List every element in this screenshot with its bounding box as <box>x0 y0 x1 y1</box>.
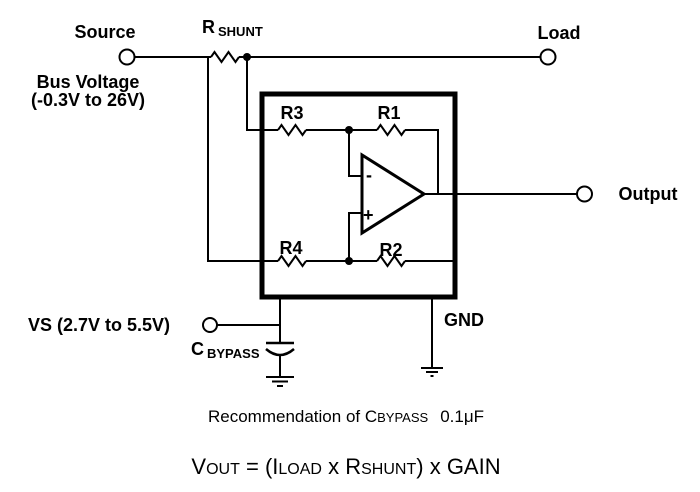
cbypass-label-sub: BYPASS <box>207 346 260 361</box>
gnd-label: GND <box>444 310 484 330</box>
formula-rshunt: R <box>345 454 362 479</box>
formula-close: ) <box>416 454 424 479</box>
output-terminal <box>576 185 593 203</box>
formula-times1: x <box>328 454 340 479</box>
load-label: Load <box>537 23 581 43</box>
recommendation-sub: BYPASS <box>377 410 429 425</box>
formula-iload-sub: LOAD <box>278 461 322 478</box>
formula-gain: GAIN <box>446 454 501 479</box>
r2-label: R2 <box>379 240 403 260</box>
junction-dot-inverting <box>345 126 353 134</box>
wire-noninverting-input <box>348 212 362 261</box>
source-terminal <box>118 48 136 66</box>
formula-vout-sub: OUT <box>206 461 240 478</box>
rshunt-label-sub: SHUNT <box>218 24 263 39</box>
r4-label: R4 <box>279 238 303 258</box>
bus-voltage-line2: (-0.3V to 26V) <box>30 90 146 110</box>
formula-iload: I <box>272 454 279 479</box>
wire-r1-feedback <box>405 129 439 194</box>
recommendation-text: Recommendation of C <box>207 407 378 426</box>
resistor-rshunt <box>210 50 240 64</box>
opamp-noninverting-sign: + <box>363 205 374 225</box>
wire-inverting-input <box>348 130 362 177</box>
r1-label: R1 <box>377 103 401 123</box>
formula-vout: V <box>191 454 207 479</box>
wire-source-sense <box>207 57 278 262</box>
vs-label: VS (2.7V to 5.5V) <box>28 315 171 335</box>
junction-dot-noninverting <box>345 257 353 265</box>
cbypass-label-main: C <box>191 339 204 359</box>
wire-load-sense <box>246 57 278 131</box>
bus-voltage-label: Bus Voltage (-0.3V to 26V) <box>18 73 158 109</box>
opamp-triangle <box>360 152 427 236</box>
resistor-r1 <box>376 123 406 137</box>
formula-times2: x <box>429 454 441 479</box>
rshunt-label-main: R <box>202 17 215 37</box>
resistor-r4 <box>277 254 307 268</box>
amplifier-package-outline <box>259 91 458 300</box>
bypass-recommendation: Recommendation of CBYPASS 0.1μF <box>0 407 692 428</box>
bus-voltage-line1: Bus Voltage <box>36 72 140 92</box>
resistor-r2 <box>376 254 406 268</box>
output-formula: VOUT = (ILOAD x RSHUNT) x GAIN <box>0 454 692 483</box>
recommendation-value: 0.1μF <box>440 407 484 426</box>
formula-equals: = ( <box>245 454 273 479</box>
source-label: Source <box>74 22 136 42</box>
ground-symbol-bypass <box>266 376 294 387</box>
opamp-inverting-sign: - <box>366 165 372 185</box>
r3-label: R3 <box>280 103 304 123</box>
junction-dot-shunt-load <box>243 53 251 61</box>
load-terminal <box>539 48 557 66</box>
formula-rshunt-sub: SHUNT <box>361 461 417 478</box>
output-label: Output <box>618 184 678 204</box>
capacitor-bottom-plate <box>265 348 295 357</box>
vs-terminal <box>202 317 218 333</box>
resistor-r3 <box>277 123 307 137</box>
ground-symbol-gnd <box>421 367 443 377</box>
